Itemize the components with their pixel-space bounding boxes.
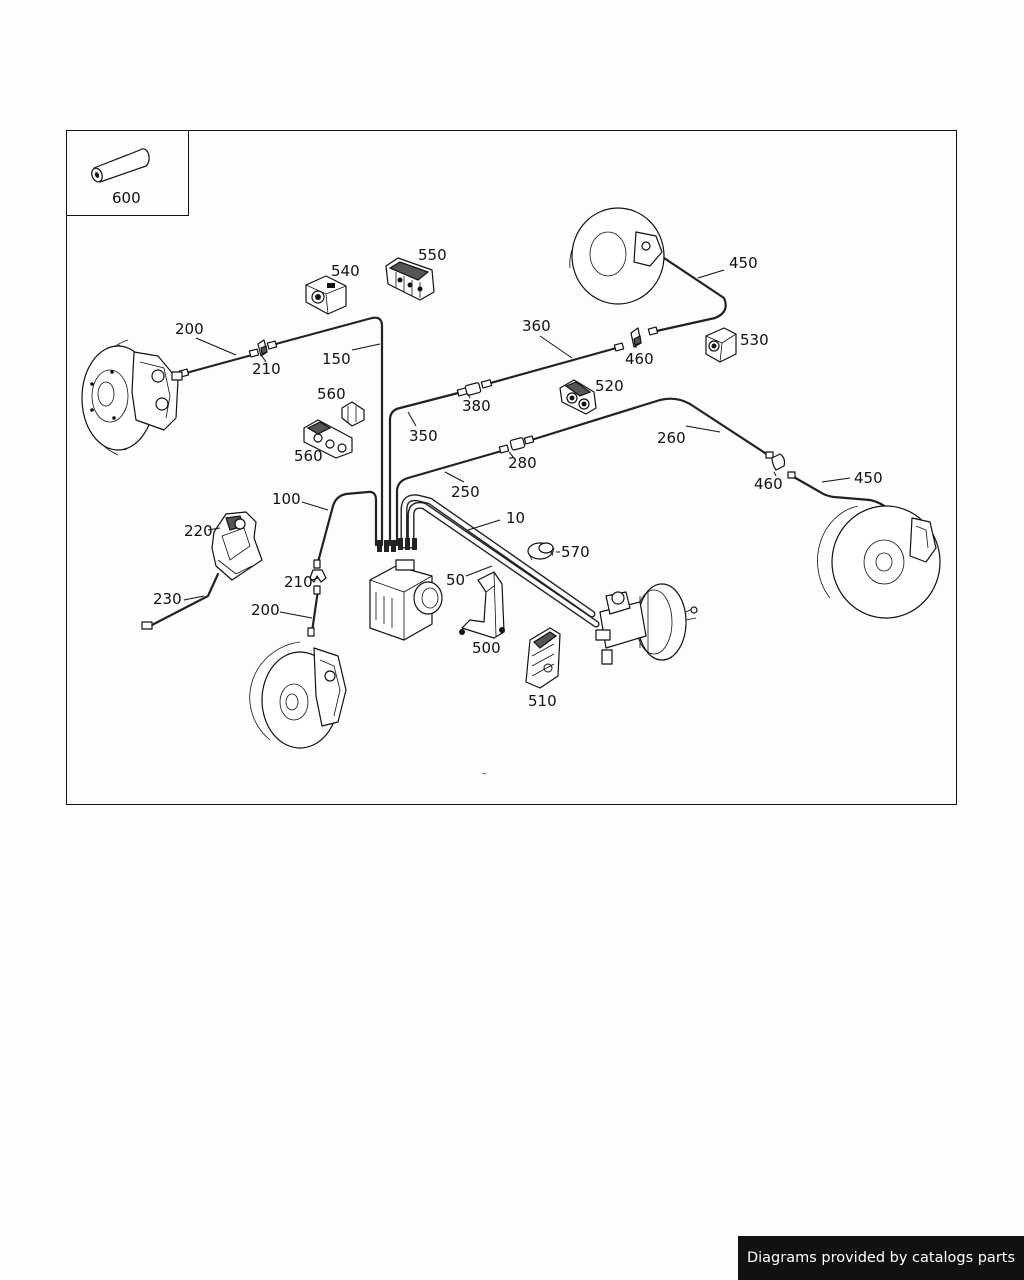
abs-hydraulic-unit [369, 559, 443, 641]
clip-460-right [771, 453, 786, 471]
diagram-frame [66, 130, 957, 805]
label-210-top: 210 [252, 360, 281, 378]
label-380: 380 [462, 397, 491, 415]
brake-disc-rear-right-top [569, 207, 665, 305]
speed-sensor-220 [211, 511, 263, 581]
label-450-top: 450 [729, 254, 758, 272]
label-200-top: 200 [175, 320, 204, 338]
clip-560-upper [341, 401, 365, 427]
holder-550 [385, 257, 435, 301]
diagram-code-mark: – [482, 769, 487, 779]
clip-460-top [630, 327, 642, 348]
clip-560-lower [303, 419, 353, 459]
label-560-lower: 560 [294, 447, 323, 465]
label-150: 150 [322, 350, 351, 368]
brake-disc-front-right [249, 641, 347, 749]
label-500: 500 [472, 639, 501, 657]
sensor-wire-230 [141, 572, 220, 630]
label-10: 10 [506, 509, 525, 527]
label-50: 50 [446, 571, 465, 589]
label-540: 540 [331, 262, 360, 280]
label-550: 550 [418, 246, 447, 264]
label-200-bottom: 200 [251, 601, 280, 619]
connector-280 [509, 437, 526, 451]
brake-booster-master-cylinder [595, 583, 698, 665]
label-450-right: 450 [854, 469, 883, 487]
label-360: 360 [522, 317, 551, 335]
label-570: 570 [561, 543, 590, 561]
label-460-right: 460 [754, 475, 783, 493]
clip-210-top [257, 339, 268, 357]
label-350: 350 [409, 427, 438, 445]
bracket-540 [305, 275, 347, 315]
control-unit-510 [525, 627, 561, 689]
label-210-bottom: 210 [284, 573, 313, 591]
label-250: 250 [451, 483, 480, 501]
label-600: 600 [112, 189, 141, 207]
clip-570 [527, 542, 555, 561]
label-220: 220 [184, 522, 213, 540]
holder-520 [559, 379, 597, 415]
label-460-top: 460 [625, 350, 654, 368]
label-530: 530 [740, 331, 769, 349]
label-260: 260 [657, 429, 686, 447]
brake-disc-rear-right-bottom [817, 505, 941, 619]
credit-banner[interactable]: Diagrams provided by catalogs parts [738, 1236, 1024, 1280]
brake-pipes [184, 248, 912, 634]
label-100: 100 [272, 490, 301, 508]
leader-lines [183, 269, 851, 619]
label-280: 280 [508, 454, 537, 472]
inset-frame [66, 130, 189, 216]
connector-380 [464, 382, 482, 396]
label-560-upper: 560 [317, 385, 346, 403]
sleeve-600 [91, 148, 150, 183]
bracket-500 [459, 571, 505, 639]
label-520: 520 [595, 377, 624, 395]
part-labels: 600 540 550 450 200 210 150 360 460 530 … [112, 189, 883, 779]
brake-caliper-front-left [131, 351, 183, 431]
bracket-530 [705, 327, 737, 363]
label-510: 510 [528, 692, 557, 710]
label-230: 230 [153, 590, 182, 608]
